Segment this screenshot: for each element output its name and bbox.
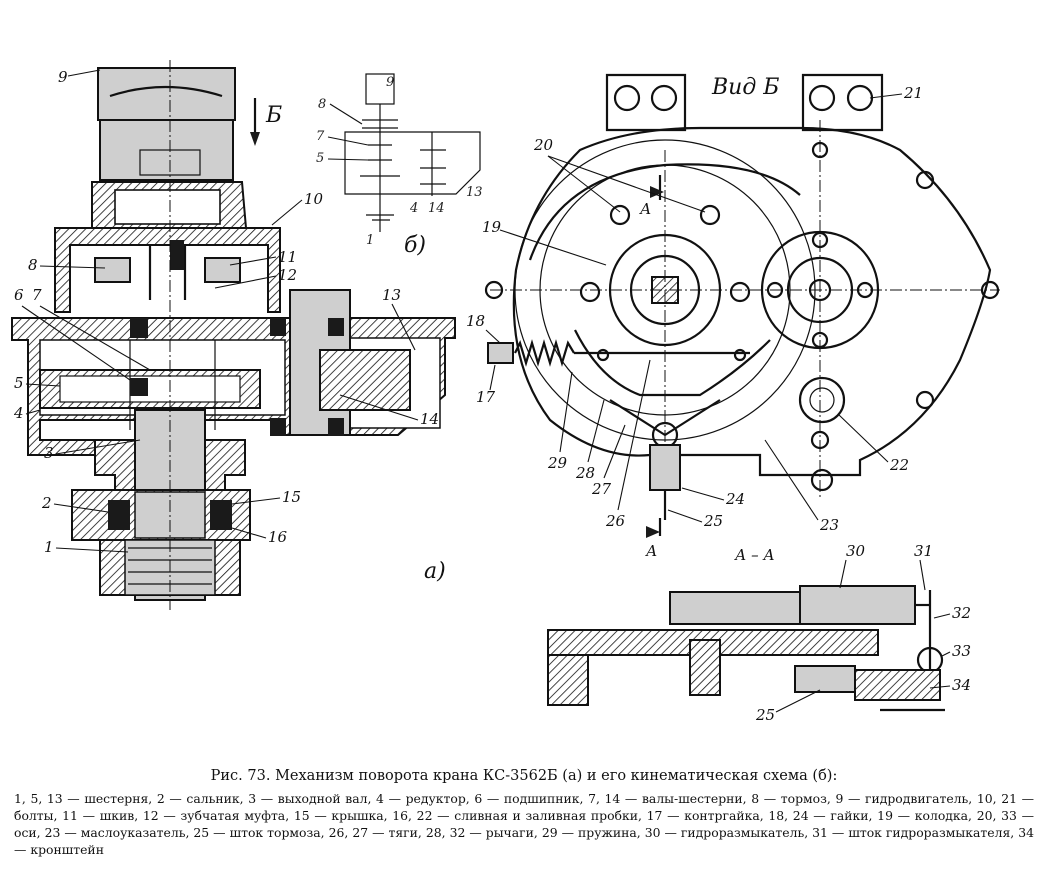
callout-12: 12: [278, 266, 297, 284]
schematic-callout-1: 1: [366, 233, 374, 248]
kinematic-schematic: б): [344, 73, 481, 258]
callout-1: 1: [44, 538, 54, 556]
view-arrow-b-label: Б: [265, 103, 282, 128]
callout-14: 14: [420, 410, 439, 428]
callout-25: 25: [703, 512, 723, 530]
callout-13: 13: [382, 286, 401, 304]
callouts: 9 10 8 11 12 6 7 13 5 4 14 3 2 15 16 1 2…: [13, 68, 971, 724]
callout-25-section: 25: [755, 706, 775, 724]
hydraulic-motor: [97, 67, 236, 181]
callout-4: 4: [13, 404, 24, 422]
callout-33: 33: [952, 642, 971, 660]
callout-7: 7: [32, 286, 42, 304]
callout-19: 19: [482, 218, 502, 236]
callout-15: 15: [282, 488, 301, 506]
callout-20: 20: [533, 136, 554, 154]
view-b-schematic-label: б): [404, 233, 426, 258]
callout-26: 26: [605, 512, 626, 530]
callout-8: 8: [28, 256, 38, 274]
callout-22: 22: [889, 456, 909, 474]
callout-3: 3: [44, 444, 54, 462]
caption-legend: 1, 5, 13 — шестерня, 2 — сальник, 3 — вы…: [14, 791, 1034, 857]
callout-23: 23: [819, 516, 839, 534]
callout-9: 9: [58, 68, 68, 86]
callout-32: 32: [952, 604, 971, 622]
schematic-callout-9: 9: [386, 75, 394, 90]
callout-16: 16: [268, 528, 288, 546]
callout-24: 24: [725, 490, 745, 508]
callout-6: 6: [14, 286, 24, 304]
callout-17: 17: [476, 388, 496, 406]
view-b-housing: Вид Б: [484, 73, 1000, 560]
output-shaft: [71, 409, 251, 601]
reducer-body: [11, 289, 456, 456]
schematic-callout-4: 4: [409, 201, 418, 216]
callout-18: 18: [466, 312, 485, 330]
cut-a-top: А: [639, 200, 651, 218]
view-a-label: а): [424, 559, 446, 584]
callout-2: 2: [41, 494, 52, 512]
section-a-a: А – А: [547, 546, 945, 712]
view-arrow-b: Б: [250, 98, 282, 146]
callout-28: 28: [575, 464, 595, 482]
callout-31: 31: [914, 542, 933, 560]
schematic-callout-13: 13: [466, 185, 483, 200]
schematic-callout-7: 7: [316, 129, 325, 144]
brake-housing: [54, 181, 281, 313]
callout-29: 29: [547, 454, 568, 472]
schematic-callout-14: 14: [428, 201, 445, 216]
section-a-a-title: А – А: [734, 546, 775, 564]
callout-30: 30: [846, 542, 866, 560]
callout-11: 11: [278, 248, 297, 266]
callout-5: 5: [14, 374, 24, 392]
callout-10: 10: [304, 190, 324, 208]
schematic-callout-5: 5: [316, 151, 324, 166]
schematic-callout-8: 8: [318, 97, 326, 112]
sectional-view-a: Б а): [11, 60, 456, 610]
view-b-title: Вид Б: [711, 75, 779, 100]
cut-a-bottom: А: [645, 542, 657, 560]
mechanism-drawing: Б а) б) Вид Б: [11, 60, 1000, 724]
callout-21: 21: [903, 84, 923, 102]
figure-caption: Рис. 73. Механизм поворота крана КС-3562…: [14, 768, 1034, 858]
caption-title: Рис. 73. Механизм поворота крана КС-3562…: [210, 768, 838, 784]
callout-34: 34: [952, 676, 971, 694]
callout-27: 27: [591, 480, 612, 498]
